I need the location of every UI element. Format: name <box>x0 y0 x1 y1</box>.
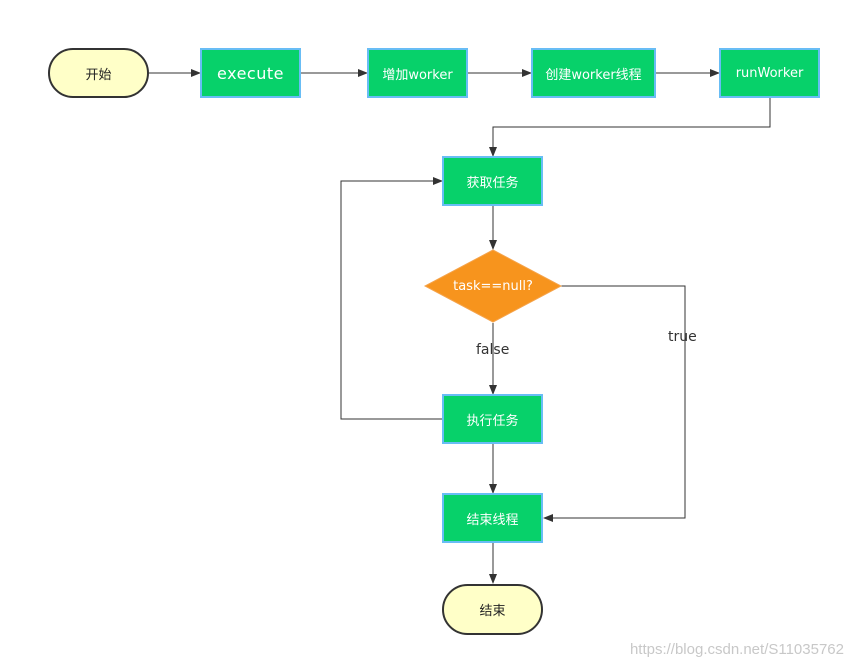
create-worker-thread-node: 创建worker线程 <box>531 48 656 98</box>
execute-task-node: 执行任务 <box>442 394 543 444</box>
get-task-node: 获取任务 <box>442 156 543 206</box>
end-label: 结束 <box>479 604 506 619</box>
end-node: 结束 <box>442 584 543 635</box>
edge-decision-true-to-end-thread <box>543 285 686 522</box>
execute-node: execute <box>200 48 301 98</box>
edge-execute-task-loop-back <box>340 177 443 420</box>
get-task-label: 获取任务 <box>466 175 519 191</box>
decision-node: task==null? <box>425 250 561 322</box>
watermark-url: https://blog.csdn.net/S11035762 <box>629 641 844 658</box>
add-worker-node: 增加worker <box>367 48 468 98</box>
execute-label: execute <box>217 63 284 83</box>
execute-task-label: 执行任务 <box>466 413 519 429</box>
decision-label: task==null? <box>453 278 533 294</box>
start-label: 开始 <box>85 67 112 83</box>
run-worker-label: runWorker <box>735 65 804 81</box>
false-edge-label: false <box>476 342 510 358</box>
decision-diamond <box>423 249 563 323</box>
end-thread-node: 结束线程 <box>442 493 543 543</box>
create-worker-thread-label: 创建worker线程 <box>545 67 642 83</box>
add-worker-label: 增加worker <box>382 67 453 83</box>
run-worker-node: runWorker <box>719 48 820 98</box>
true-edge-label: true <box>668 329 697 345</box>
end-thread-label: 结束线程 <box>466 512 519 528</box>
edge-run-worker-to-get-task <box>489 98 771 157</box>
start-node: 开始 <box>48 48 149 98</box>
